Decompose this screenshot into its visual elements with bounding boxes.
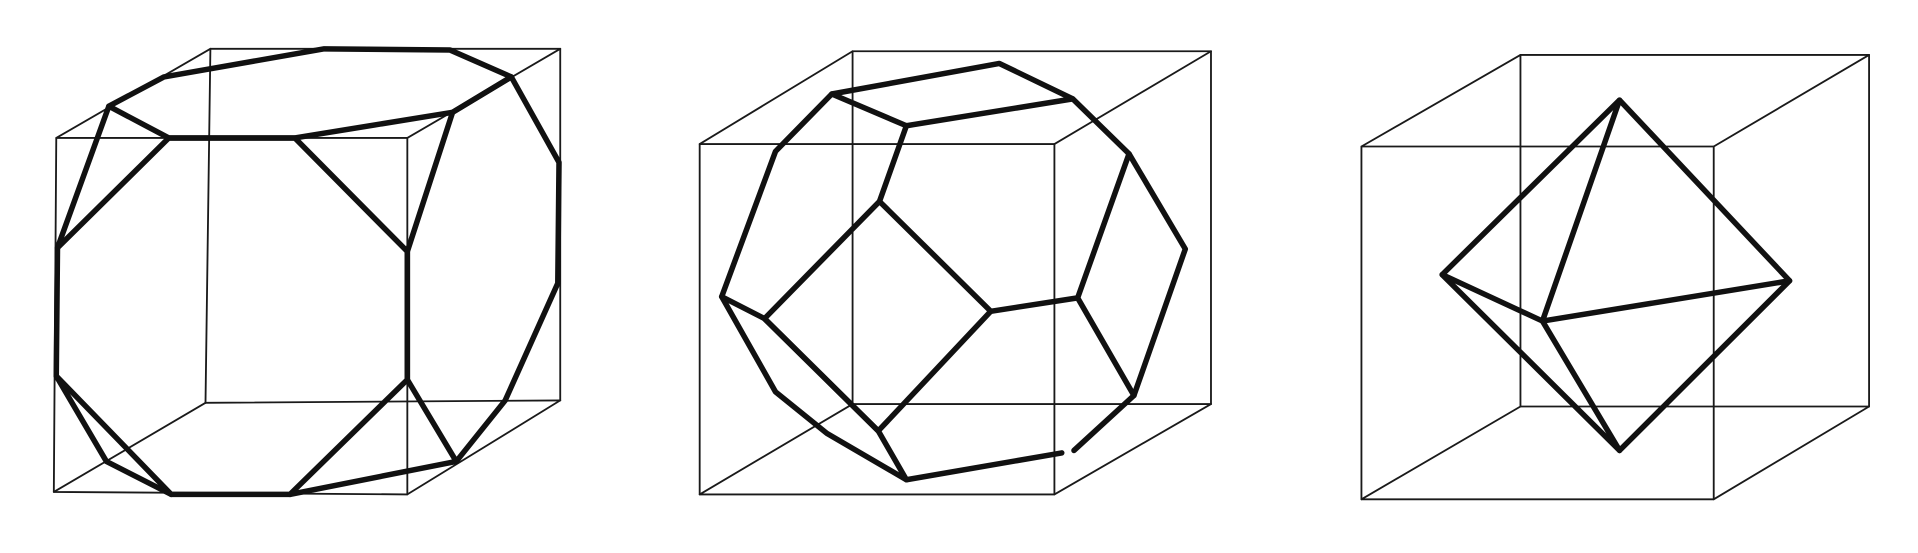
truncated-cube-panel bbox=[52, 46, 562, 498]
truncated-cube-edges bbox=[53, 46, 562, 498]
truncated-octahedron-edges bbox=[718, 60, 1189, 483]
cube-wireframe bbox=[1360, 54, 1870, 501]
octahedron-panel bbox=[1360, 54, 1870, 501]
octahedron-edges bbox=[1439, 97, 1793, 454]
truncated-octahedron-panel bbox=[698, 50, 1212, 496]
cube-wireframe bbox=[698, 50, 1212, 496]
